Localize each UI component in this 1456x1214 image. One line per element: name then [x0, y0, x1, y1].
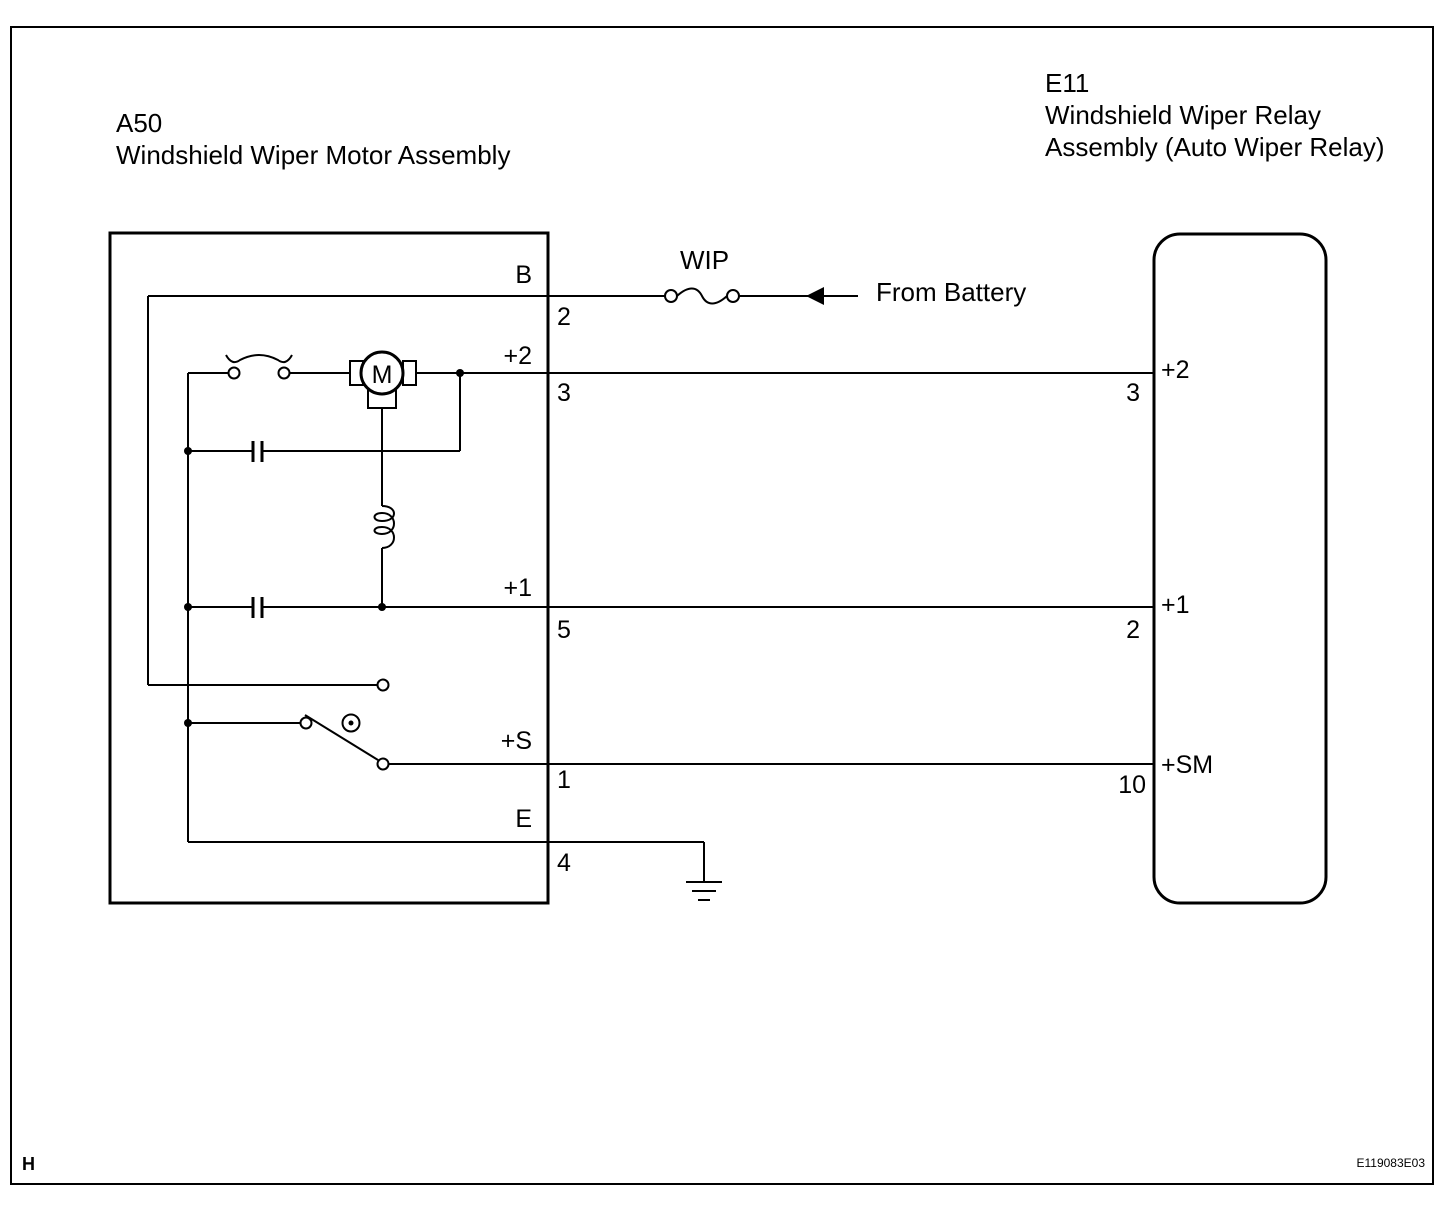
battery-label: From Battery [876, 277, 1026, 307]
relay-name-line1: Windshield Wiper Relay [1045, 100, 1321, 130]
diagram-frame [10, 26, 1434, 1185]
relay-pin-plus1: 2 [1126, 616, 1140, 644]
relay-pin-plus2: 3 [1126, 379, 1140, 407]
motor-terminal-plusS: +S [501, 727, 532, 755]
battery-arrow-icon [806, 287, 824, 305]
motor-pin-plus1: 5 [557, 616, 571, 644]
relay-name-line2: Assembly (Auto Wiper Relay) [1045, 132, 1385, 162]
motor-name: Windshield Wiper Motor Assembly [116, 140, 510, 170]
capacitor-icon [251, 597, 264, 618]
motor-terminal-plus1: +1 [503, 574, 532, 602]
junction-dot [184, 603, 192, 611]
motor-pin-b: 2 [557, 303, 571, 331]
cam-switch-icon [299, 713, 390, 771]
motor-pin-plus2: 3 [557, 379, 571, 407]
motor-assembly-box [108, 231, 550, 905]
junction-dot [378, 603, 386, 611]
ground-icon [686, 881, 722, 901]
motor-icon: M [349, 350, 417, 409]
relay-terminal-plus1: +1 [1161, 591, 1190, 619]
motor-pin-e: 4 [557, 849, 571, 877]
motor-terminal-e: E [515, 805, 532, 833]
fuse-icon [664, 287, 740, 305]
upper-capacitor-branch [188, 373, 461, 452]
junction-dot [184, 719, 192, 727]
junction-dot [184, 447, 192, 455]
capacitor-icon [251, 441, 264, 462]
fuse-label: WIP [680, 245, 729, 275]
relay-terminal-plusSM: +SM [1161, 751, 1213, 779]
motor-pin-plusS: 1 [557, 766, 571, 794]
b-wire [147, 295, 858, 686]
relay-pin-plusSM: 10 [1118, 771, 1146, 799]
relay-assembly-box [1152, 232, 1328, 905]
figure-code: E119083E03 [1356, 1156, 1425, 1170]
b-contact-terminal [376, 678, 390, 692]
motor-symbol: M [372, 361, 393, 389]
coil-icon [373, 505, 395, 549]
footer-letter: H [22, 1154, 35, 1174]
motor-terminal-b: B [515, 261, 532, 289]
motor-terminal-plus2: +2 [503, 342, 532, 370]
circuit-breaker-icon [225, 354, 293, 380]
motor-code: A50 [116, 108, 162, 138]
relay-code: E11 [1045, 68, 1089, 98]
e-wire [188, 841, 705, 881]
relay-terminal-plus2: +2 [1161, 356, 1190, 384]
